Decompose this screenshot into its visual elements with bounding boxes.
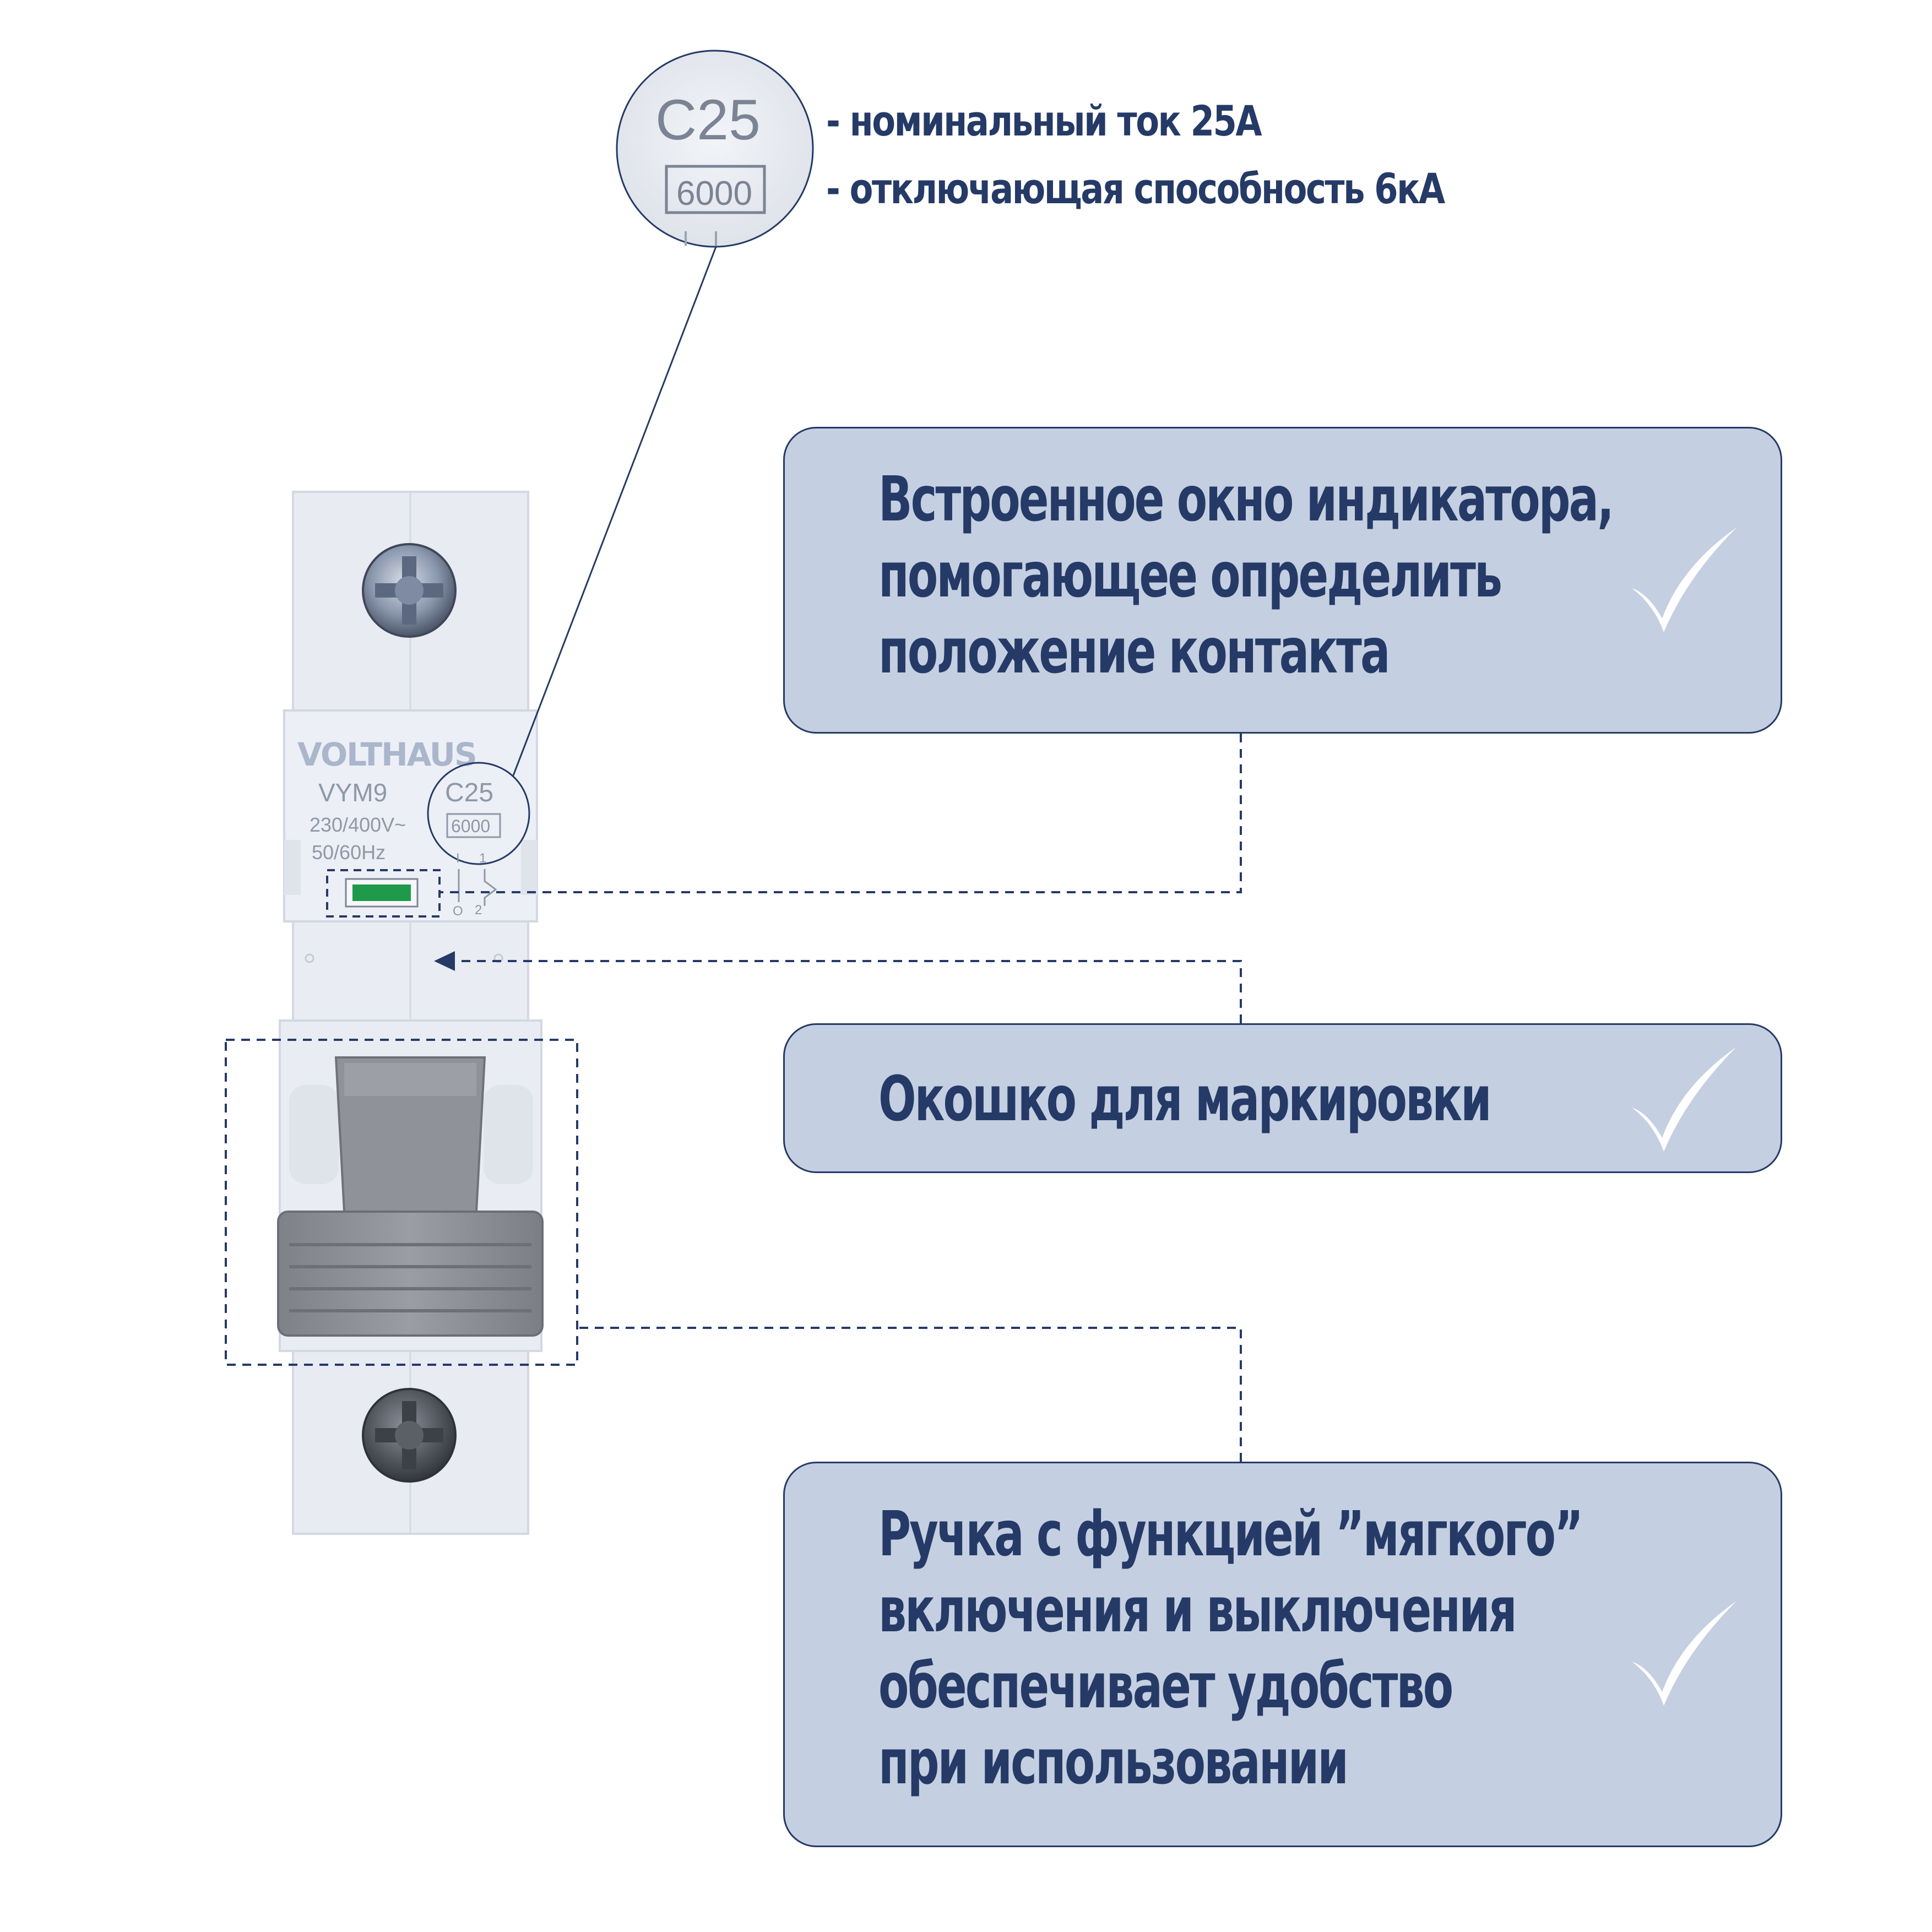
magnifier-connector — [512, 246, 717, 776]
arrow-left-icon — [434, 951, 455, 971]
callout-marking-text: Окошко для маркировки — [878, 1061, 1649, 1137]
checkmark-icon — [1632, 1047, 1736, 1152]
capacity-label: 6000 — [451, 816, 490, 836]
frequency-label: 50/60Hz — [312, 841, 386, 864]
callout-line: включения и выключения — [878, 1575, 1517, 1646]
screw-icon — [362, 1388, 457, 1483]
model-label: VYM9 — [318, 778, 387, 807]
switch-on-label: I — [456, 851, 460, 866]
callout-handle-text: Ручка с функцией ”мягкого” включения и в… — [878, 1496, 1649, 1800]
callout-line: положение контакта — [878, 616, 1390, 687]
terminal-top-label: 1 — [479, 851, 486, 866]
callout-line: при использовании — [878, 1727, 1349, 1798]
callout-line: помогающее определить — [878, 540, 1502, 611]
magnifier-capacity: 6000 — [676, 175, 752, 213]
callout-line: обеспечивает удобство — [878, 1651, 1453, 1722]
callout-line: Окошко для маркировки — [878, 1063, 1492, 1135]
connector-indicator — [439, 734, 1242, 893]
checkmark-icon — [1632, 528, 1736, 632]
terminal-bottom-label: 2 — [475, 903, 482, 918]
callout-line: Ручка с функцией ”мягкого” — [878, 1499, 1583, 1570]
switch-off-label: O — [453, 904, 463, 919]
callout-marking-window: Окошко для маркировки — [783, 1023, 1782, 1173]
callout-indicator-window: Встроенное окно индикатора, помогающее о… — [783, 427, 1782, 734]
callout-line: Встроенное окно индикатора, — [878, 464, 1614, 535]
brand-logo: VOLTHAUS — [297, 736, 476, 773]
rating-label: C25 — [445, 778, 493, 807]
spec-rated-current: - номинальный ток 25А — [826, 96, 1262, 145]
spec-breaking-capacity: - отключающая способность 6кА — [826, 164, 1445, 213]
magnifier-rating: C25 — [655, 88, 761, 152]
checkmark-icon — [1632, 1601, 1736, 1706]
rating-magnifier: C25 6000 — [616, 50, 814, 248]
handle-grip — [277, 1211, 544, 1337]
callout-indicator-text: Встроенное окно индикатора, помогающее о… — [878, 462, 1649, 690]
screw-icon — [362, 543, 457, 638]
voltage-label: 230/400V~ — [310, 813, 406, 836]
connector-handle — [577, 1327, 1242, 1462]
indicator-green — [352, 884, 411, 901]
circuit-breaker: VOLTHAUS VYM9 230/400V~ 50/60Hz C25 6000… — [277, 491, 544, 1535]
rating-highlight-ring — [427, 762, 530, 865]
connector-marking — [452, 960, 1242, 1023]
handle-highlight-box — [225, 1039, 578, 1366]
callout-soft-handle: Ручка с функцией ”мягкого” включения и в… — [783, 1462, 1782, 1847]
